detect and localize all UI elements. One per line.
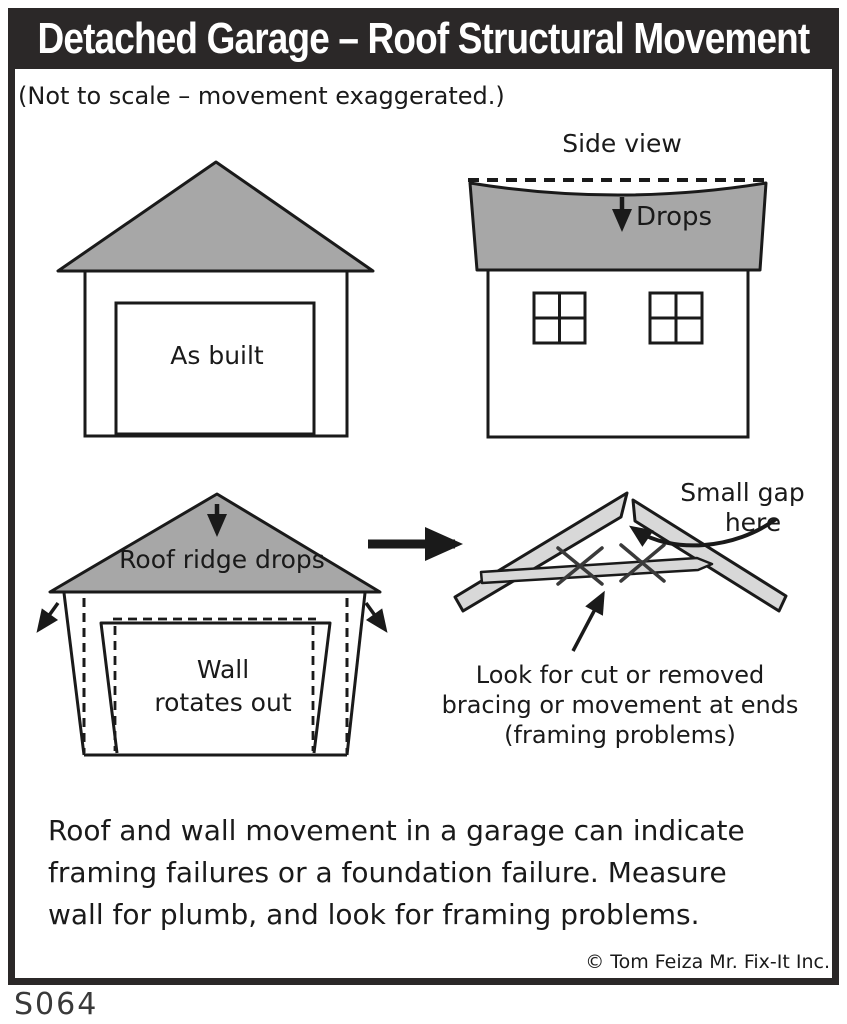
wall-label-line1: Wall [196, 655, 250, 684]
small-gap-label-line1: Small gap [680, 478, 805, 507]
wall-label-line2: rotates out [154, 688, 292, 717]
summary-line1: Roof and wall movement in a garage can i… [48, 814, 745, 847]
bracing-caption-line3: (framing problems) [504, 721, 736, 749]
roof-ridge-drops-label: Roof ridge drops [119, 545, 325, 574]
wall-rotates-out-label: Wall rotates out [103, 653, 343, 719]
side-view-heading: Side view [562, 129, 682, 158]
summary-paragraph: Roof and wall movement in a garage can i… [48, 810, 828, 936]
drops-label: Drops [636, 202, 713, 232]
scale-note: (Not to scale – movement exaggerated.) [18, 82, 505, 110]
page-title: Detached Garage – Roof Structural Moveme… [37, 13, 811, 63]
summary-line3: wall for plumb, and look for framing pro… [48, 898, 700, 931]
copyright-notice: © Tom Feiza Mr. Fix-It Inc. [585, 951, 830, 973]
summary-line2: framing failures or a foundation failure… [48, 856, 727, 889]
small-gap-label-line2: here [724, 508, 782, 537]
bracing-caption: Look for cut or removed bracing or movem… [430, 660, 810, 750]
bracing-caption-line2: bracing or movement at ends [441, 691, 799, 719]
as-built-label: As built [170, 341, 264, 370]
title-bar: Detached Garage – Roof Structural Moveme… [8, 8, 839, 69]
bracing-caption-line1: Look for cut or removed [475, 661, 765, 689]
figure-id: S064 [14, 987, 99, 1022]
